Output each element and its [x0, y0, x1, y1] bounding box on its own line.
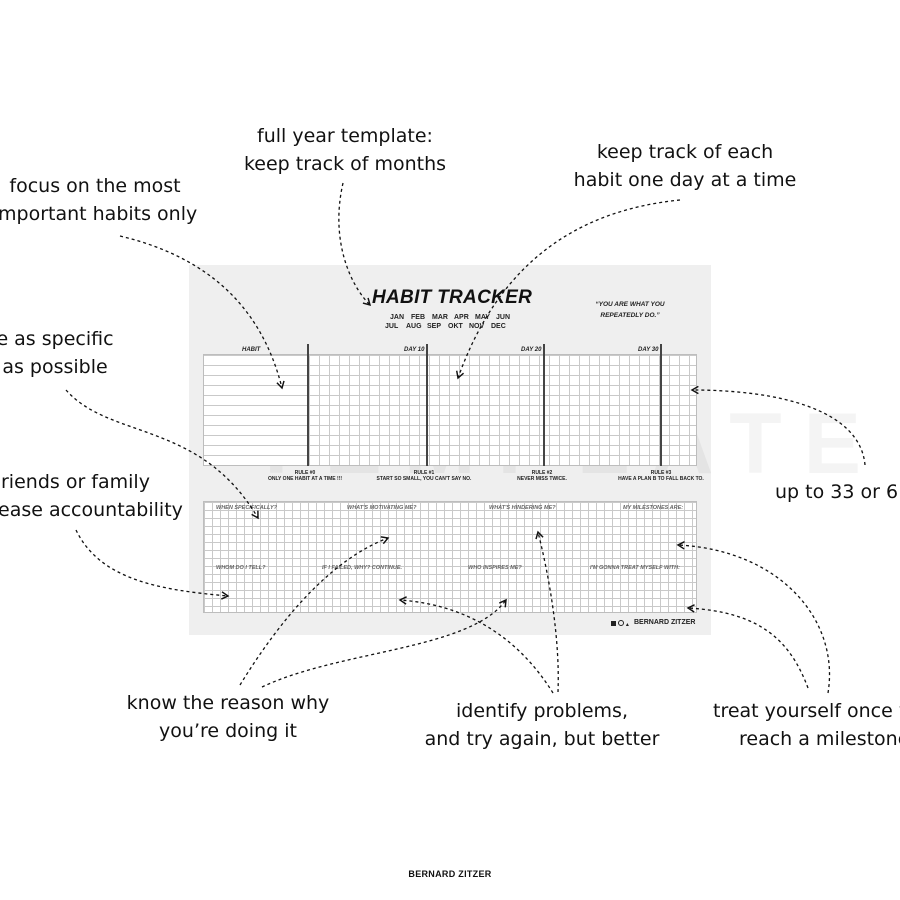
month-label[interactable]: JUL — [385, 323, 399, 330]
rule-title: RULE #0 — [294, 470, 316, 476]
annotation-line: as possible — [2, 356, 108, 378]
month-label[interactable]: MAY — [475, 314, 490, 321]
footer-brand: BERNARD ZITZER — [408, 869, 492, 879]
habit-name-column[interactable] — [203, 354, 309, 466]
social-icons: ▴ — [611, 620, 629, 628]
month-label[interactable]: OKT — [448, 323, 463, 330]
annotation-treat: treat yourself once y reach a milestone — [713, 697, 900, 753]
question-motivating: WHAT'S MOTIVATING ME? — [347, 505, 417, 511]
quote: “YOU ARE WHAT YOU REPEATEDLY DO.” — [590, 299, 670, 321]
column-divider — [660, 344, 662, 466]
rule-1: RULE #1 START SO SMALL, YOU CAN'T SAY NO… — [364, 470, 484, 482]
planning-grid[interactable] — [203, 501, 697, 613]
annotation-line: up to 33 or 6 — [775, 481, 899, 503]
annotation-line: ease accountability — [0, 499, 183, 521]
annotation-specific: e as specific as possible — [0, 325, 125, 381]
month-label[interactable]: AUG — [406, 323, 422, 330]
annotation-line: riends or family — [1, 471, 150, 493]
annotation-line: identify problems, — [456, 700, 628, 722]
instagram-icon[interactable] — [617, 620, 624, 626]
annotation-line: reach a milestone — [739, 728, 900, 750]
month-label[interactable]: JUN — [496, 314, 511, 321]
sheet-title: HABIT TRACKER — [372, 287, 533, 308]
column-divider — [543, 344, 545, 466]
annotation-line: focus on the most — [9, 175, 181, 197]
question-milestones: MY MILESTONES ARE: — [623, 505, 684, 511]
annotation-reason: know the reason why you’re doing it — [118, 689, 338, 745]
question-treat: I'M GONNA TREAT MYSELF WITH: — [590, 565, 680, 571]
quote-line: “YOU ARE WHAT YOU — [595, 301, 665, 308]
day-10-header: DAY 10 — [404, 347, 425, 353]
annotation-line: full year template: — [257, 125, 433, 147]
month-label[interactable]: FEB — [411, 314, 425, 321]
month-label[interactable]: NOV — [469, 323, 485, 330]
rule-title: RULE #2 — [531, 470, 553, 476]
habit-column-header: HABIT — [242, 347, 261, 353]
rule-text: NEVER MISS TWICE. — [517, 476, 567, 482]
annotation-line: treat yourself once y — [713, 700, 900, 722]
annotation-focus: focus on the most important habits only — [0, 172, 200, 228]
month-label[interactable]: JAN — [390, 314, 405, 321]
annotation-line: know the reason why — [126, 692, 330, 714]
rule-2: RULE #2 NEVER MISS TWICE. — [492, 470, 592, 482]
annotation-full-year: full year template: keep track of months — [240, 122, 450, 178]
day-30-header: DAY 30 — [638, 347, 659, 353]
month-label[interactable]: APR — [454, 314, 469, 321]
annotation-line: important habits only — [0, 203, 198, 225]
day-20-header: DAY 20 — [521, 347, 542, 353]
quote-line: REPEATEDLY DO.” — [600, 312, 660, 319]
question-inspires: WHO INSPIRES ME? — [468, 565, 522, 571]
question-when: WHEN SPECIFICALLY? — [216, 505, 278, 511]
question-failed: IF I FAILED, WHY? CONTINUE. — [322, 565, 403, 571]
column-divider — [426, 344, 428, 466]
rule-0: RULE #0 ONLY ONE HABIT AT A TIME !!! — [250, 470, 360, 482]
question-whom: WHOM DO I TELL? — [216, 565, 266, 571]
annotation-line: keep track of months — [243, 153, 447, 175]
annotation-problems: identify problems, and try again, but be… — [412, 697, 672, 753]
rule-title: RULE #1 — [413, 470, 435, 476]
sheet-brand: BERNARD ZITZER — [634, 619, 696, 626]
rule-3: RULE #3 HAVE A PLAN B TO FALL BACK TO. — [606, 470, 716, 482]
linkedin-icon[interactable] — [611, 621, 616, 626]
annotation-friends: riends or family ease accountability — [0, 468, 183, 524]
annotation-line: e as specific — [0, 328, 114, 350]
rule-text: ONLY ONE HABIT AT A TIME !!! — [267, 476, 343, 482]
twitter-icon[interactable]: ▴ — [625, 621, 629, 628]
rule-text: HAVE A PLAN B TO FALL BACK TO. — [618, 476, 704, 482]
month-label[interactable]: DEC — [491, 323, 506, 330]
annotation-line: and try again, but better — [424, 728, 660, 750]
rule-text: START SO SMALL, YOU CAN'T SAY NO. — [376, 476, 472, 482]
annotation-up-to: up to 33 or 6 — [775, 478, 898, 506]
annotation-line: habit one day at a time — [573, 169, 797, 191]
month-label[interactable]: SEP — [427, 323, 442, 330]
rule-title: RULE #3 — [650, 470, 672, 476]
month-label[interactable]: MAR — [432, 314, 448, 321]
annotation-line: you’re doing it — [159, 720, 297, 742]
annotation-line: keep track of each — [596, 141, 774, 163]
day-tracking-grid[interactable] — [308, 354, 697, 466]
question-hindering: WHAT'S HINDERING ME? — [489, 505, 556, 511]
annotation-each-day: keep track of each habit one day at a ti… — [570, 138, 800, 194]
column-divider — [307, 344, 309, 466]
